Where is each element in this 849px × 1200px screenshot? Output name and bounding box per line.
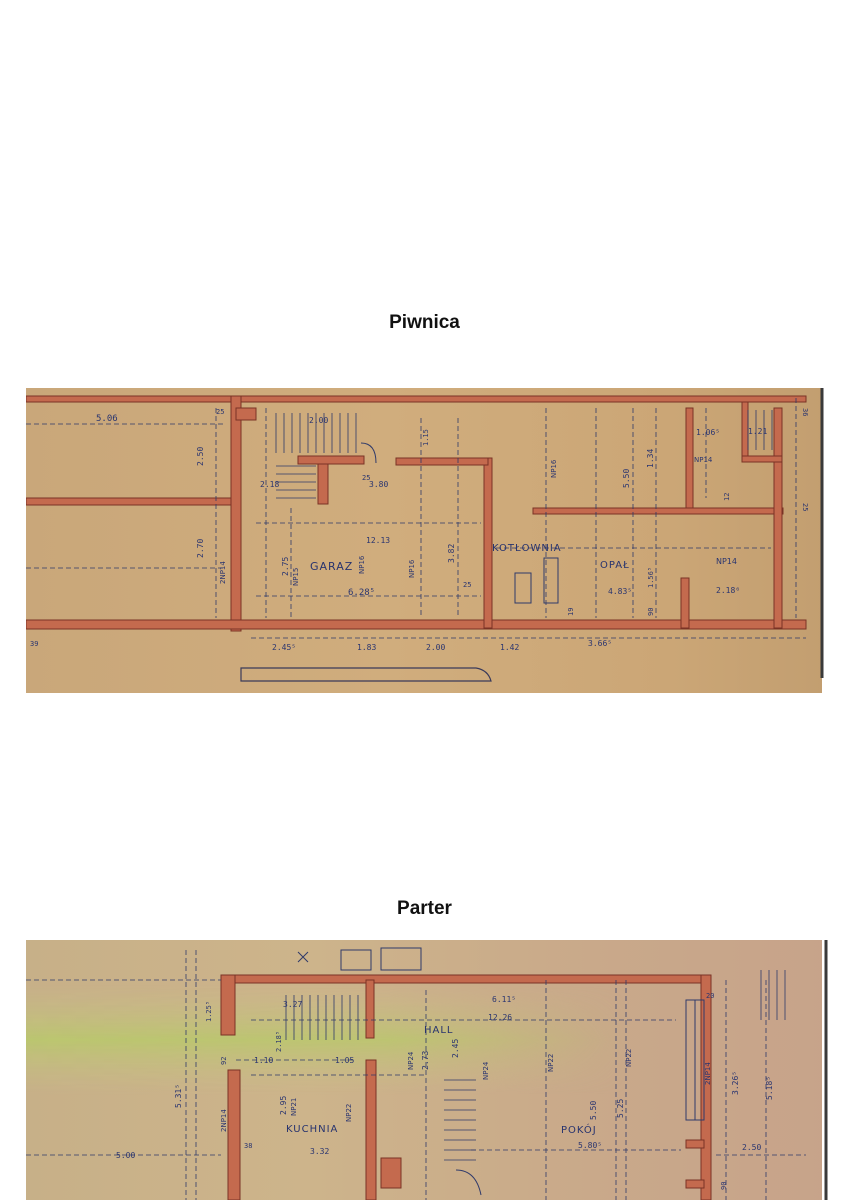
room-label-kuchnia: KUCHNIA xyxy=(286,1124,338,1135)
dim-text: 2.45⁵ xyxy=(272,643,296,652)
dim-text: 1.56⁵ xyxy=(647,567,655,588)
dim-text: 38 xyxy=(244,1142,252,1150)
dim-text: 2.75 xyxy=(281,557,290,576)
dim-text: 25 xyxy=(216,408,224,416)
dim-text: 2.00 xyxy=(309,416,328,425)
dim-text: 2.18 xyxy=(260,480,279,489)
room-label-np22-a: NP22 xyxy=(547,1054,555,1072)
room-label-np24-a: NP24 xyxy=(407,1051,415,1070)
dim-text: 1.05 xyxy=(335,1056,354,1065)
room-label-kotlownia: KOTŁOWNIA xyxy=(492,543,562,554)
room-label-np22-b: NP22 xyxy=(625,1049,633,1067)
room-label-np24-b: NP24 xyxy=(482,1061,490,1080)
dim-text: 25 xyxy=(801,503,809,511)
dim-text: 5.31⁵ xyxy=(174,1084,183,1108)
dim-text: 5.18⁵ xyxy=(765,1076,774,1100)
dim-text: 3.26⁵ xyxy=(731,1071,740,1095)
room-label-opal: OPAŁ xyxy=(600,560,630,571)
dim-text: 4.83⁵ xyxy=(608,587,632,596)
dim-text: 25 xyxy=(463,581,471,589)
dim-text: 1.42 xyxy=(500,643,519,652)
dim-text: 5.80⁵ xyxy=(578,1141,602,1150)
room-label-hall: HALL xyxy=(424,1025,454,1036)
dim-text: 36 xyxy=(801,408,809,416)
dim-text: 2.50 xyxy=(196,447,205,466)
room-label-np16-b: NP16 xyxy=(408,559,416,578)
dim-text: 5.50 xyxy=(589,1101,598,1120)
section-title-piwnica: Piwnica xyxy=(389,312,460,333)
dim-text: 19 xyxy=(567,608,575,616)
dim-text: 3.80 xyxy=(369,480,388,489)
dim-text: 1.25⁵ xyxy=(205,1001,213,1022)
room-label-pokoj: POKÓJ xyxy=(561,1123,597,1136)
room-label-np14-upper: NP14 xyxy=(694,456,713,464)
dim-text: 12 xyxy=(723,493,731,501)
room-label-garaz: GARAZ xyxy=(310,560,353,573)
dim-text: 2.73 xyxy=(421,1051,430,1070)
basement-floor-plan-scan: GARAZ KOTŁOWNIA OPAŁ NP14 NP14 NP16 NP16… xyxy=(26,388,832,693)
dim-text: 2.45 xyxy=(451,1039,460,1058)
dim-text: 6.11⁵ xyxy=(492,995,516,1004)
room-label-np15: NP15 xyxy=(292,568,300,586)
dim-text: 3.66⁵ xyxy=(588,639,612,648)
room-label-np16-c: NP16 xyxy=(550,459,558,478)
room-label-2np14-right: 2NP14 xyxy=(704,1062,712,1085)
dim-text: 1.06⁵ xyxy=(696,428,720,437)
dim-text: 90 xyxy=(720,1182,728,1190)
dim-text: 1.15 xyxy=(422,429,430,446)
dim-text: 2.95 xyxy=(279,1096,288,1115)
room-label-np22-c: NP22 xyxy=(345,1104,353,1122)
dim-text: 2.18⁵ xyxy=(275,1031,283,1052)
dim-text: 2.50 xyxy=(742,1143,761,1152)
room-label-np21: NP21 xyxy=(290,1098,298,1116)
dim-text: 1.34 xyxy=(646,449,655,468)
dim-text: 5.50 xyxy=(622,469,631,488)
room-label-2np14: 2NP14 xyxy=(219,561,227,584)
dim-text: 92 xyxy=(220,1057,228,1065)
room-label-np14: NP14 xyxy=(716,557,737,566)
dim-text: 25 xyxy=(362,474,370,482)
dim-text: 3.27 xyxy=(283,1000,302,1009)
dim-text: 1.10 xyxy=(254,1056,273,1065)
dim-text: 39 xyxy=(30,640,38,648)
ground-floor-plan-scan: HALL KUCHNIA POKÓJ NP24 NP24 NP22 NP22 N… xyxy=(26,940,832,1200)
dim-text: 20 xyxy=(706,992,714,1000)
dim-text: 6.28⁵ xyxy=(348,588,375,598)
dim-text: 5.25 xyxy=(616,1099,625,1118)
dim-text: 3.82 xyxy=(447,544,456,563)
dim-text: 90 xyxy=(647,608,655,616)
dim-text: 1.21 xyxy=(748,427,767,436)
room-label-2np14-left: 2NP14 xyxy=(220,1109,228,1132)
dim-text: 2.00 xyxy=(426,643,445,652)
dim-text: 12.26 xyxy=(488,1013,512,1022)
dim-text: 3.32 xyxy=(310,1147,329,1156)
section-title-parter: Parter xyxy=(397,898,452,919)
dim-text: 12.13 xyxy=(366,536,390,545)
dim-text: 2.70 xyxy=(196,539,205,558)
dim-text: 1.83 xyxy=(357,643,376,652)
dim-text: 5.00 xyxy=(116,1151,135,1160)
dim-text: 2.18⁶ xyxy=(716,586,740,595)
dim-text: 5.06 xyxy=(96,414,118,424)
room-label-np16-a: NP16 xyxy=(358,555,366,574)
